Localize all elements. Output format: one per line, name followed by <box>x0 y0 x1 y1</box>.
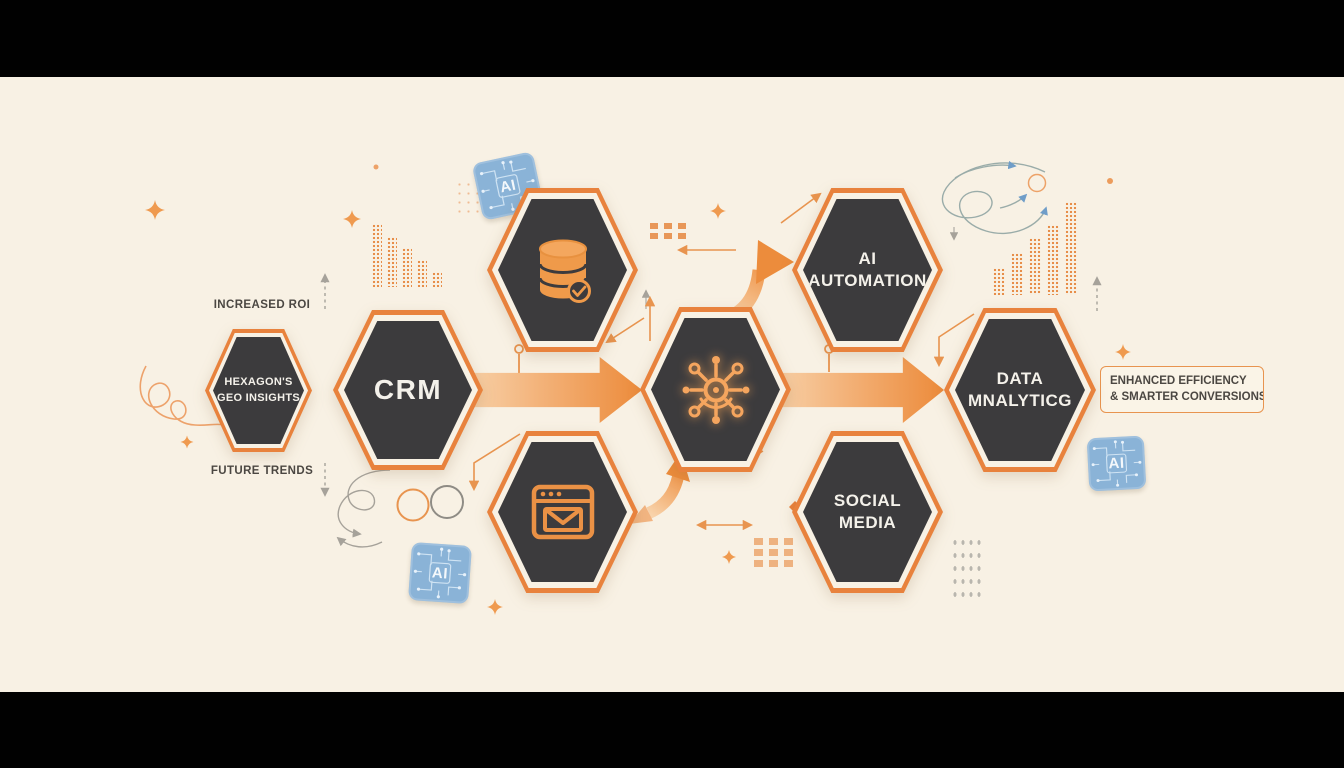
bar <box>387 237 397 287</box>
bar <box>402 248 412 287</box>
social-media-line1: SOCIAL <box>833 490 902 510</box>
label-future-trends: FUTURE TRENDS <box>210 465 314 477</box>
hexagon-social-media: SOCIAL MEDIA <box>792 431 943 593</box>
crm-label: CRM <box>373 373 443 405</box>
dotted-bar-chart-ascending <box>993 202 1077 295</box>
chip-label: AI <box>431 563 449 583</box>
square-grid-icon <box>650 223 686 239</box>
ai-automation-line1: AI <box>858 248 877 268</box>
hexagon-geo-insights: HEXAGON'S GEO INSIGHTS <box>205 329 312 452</box>
hexagon-email <box>487 431 638 593</box>
geo-line2: GEO INSIGHTS <box>216 391 301 404</box>
square-grid2-icon <box>754 538 793 567</box>
callout-benefits: ENHANCED EFFICIENCY & SMARTER CONVERSION… <box>1100 366 1264 414</box>
data-analytics-line1: DATA <box>996 368 1044 388</box>
dot-grid-gray-icon <box>951 536 981 602</box>
geo-line1: HEXAGON'S <box>224 375 293 388</box>
data-analytics-line2: MNALYTICG <box>968 391 1072 410</box>
flow-arrow-hub-to-data-icon <box>765 357 944 423</box>
squiggle-arrows-icon <box>336 469 391 548</box>
dotted-bar-chart-descending <box>372 224 442 287</box>
letterbox-bottom <box>0 692 1344 768</box>
database-check-icon <box>538 239 591 303</box>
ai-automation-line2: AUTOMATION <box>808 271 927 290</box>
bar <box>417 260 427 287</box>
ai-chip-icon: AI <box>408 541 472 605</box>
letterbox-top <box>0 0 1344 77</box>
ai-chip-icon: AI <box>1086 435 1147 492</box>
bar <box>993 268 1005 295</box>
bar <box>1065 202 1077 295</box>
hexagon-data-analytics: DATA MNALYTICG <box>944 308 1096 472</box>
hexagon-crm: CRM <box>333 310 483 470</box>
double-circles-icon <box>396 485 464 522</box>
callout-line2: & SMARTER CONVERSIONS <box>1110 390 1264 403</box>
bar <box>1011 253 1023 295</box>
bar <box>1047 225 1059 295</box>
dot-icon <box>373 164 379 170</box>
curved-arrow-up-right-icon <box>726 240 794 323</box>
network-hub-icon <box>682 355 749 424</box>
hexagon-database <box>487 188 638 352</box>
hexagon-network-hub <box>640 307 791 472</box>
label-increased-roi: INCREASED ROI <box>213 299 311 311</box>
social-media-line2: MEDIA <box>838 513 897 532</box>
callout-line1: ENHANCED EFFICIENCY <box>1110 375 1247 387</box>
bar <box>1029 238 1041 295</box>
email-window-icon <box>531 484 594 540</box>
ai-chip-icon: AI <box>471 151 545 221</box>
bar <box>372 224 382 287</box>
flow-arrow-crm-to-hub-icon <box>458 357 642 423</box>
hexagon-ai-automation: AI AUTOMATION <box>792 188 943 352</box>
bar <box>432 272 442 287</box>
ring-icon <box>1027 173 1047 193</box>
dot-icon <box>1107 178 1113 184</box>
